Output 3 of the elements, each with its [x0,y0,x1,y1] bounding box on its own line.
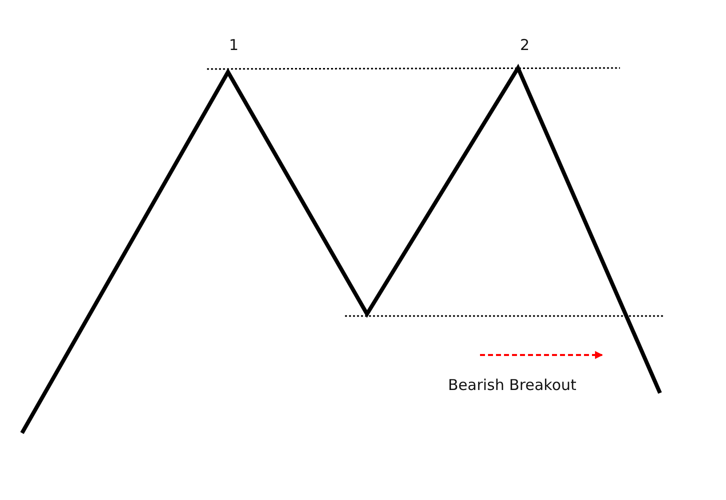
breakout-label: Bearish Breakout [448,376,576,394]
peak-number: 2 [520,36,530,54]
peak-number: 1 [229,36,239,54]
